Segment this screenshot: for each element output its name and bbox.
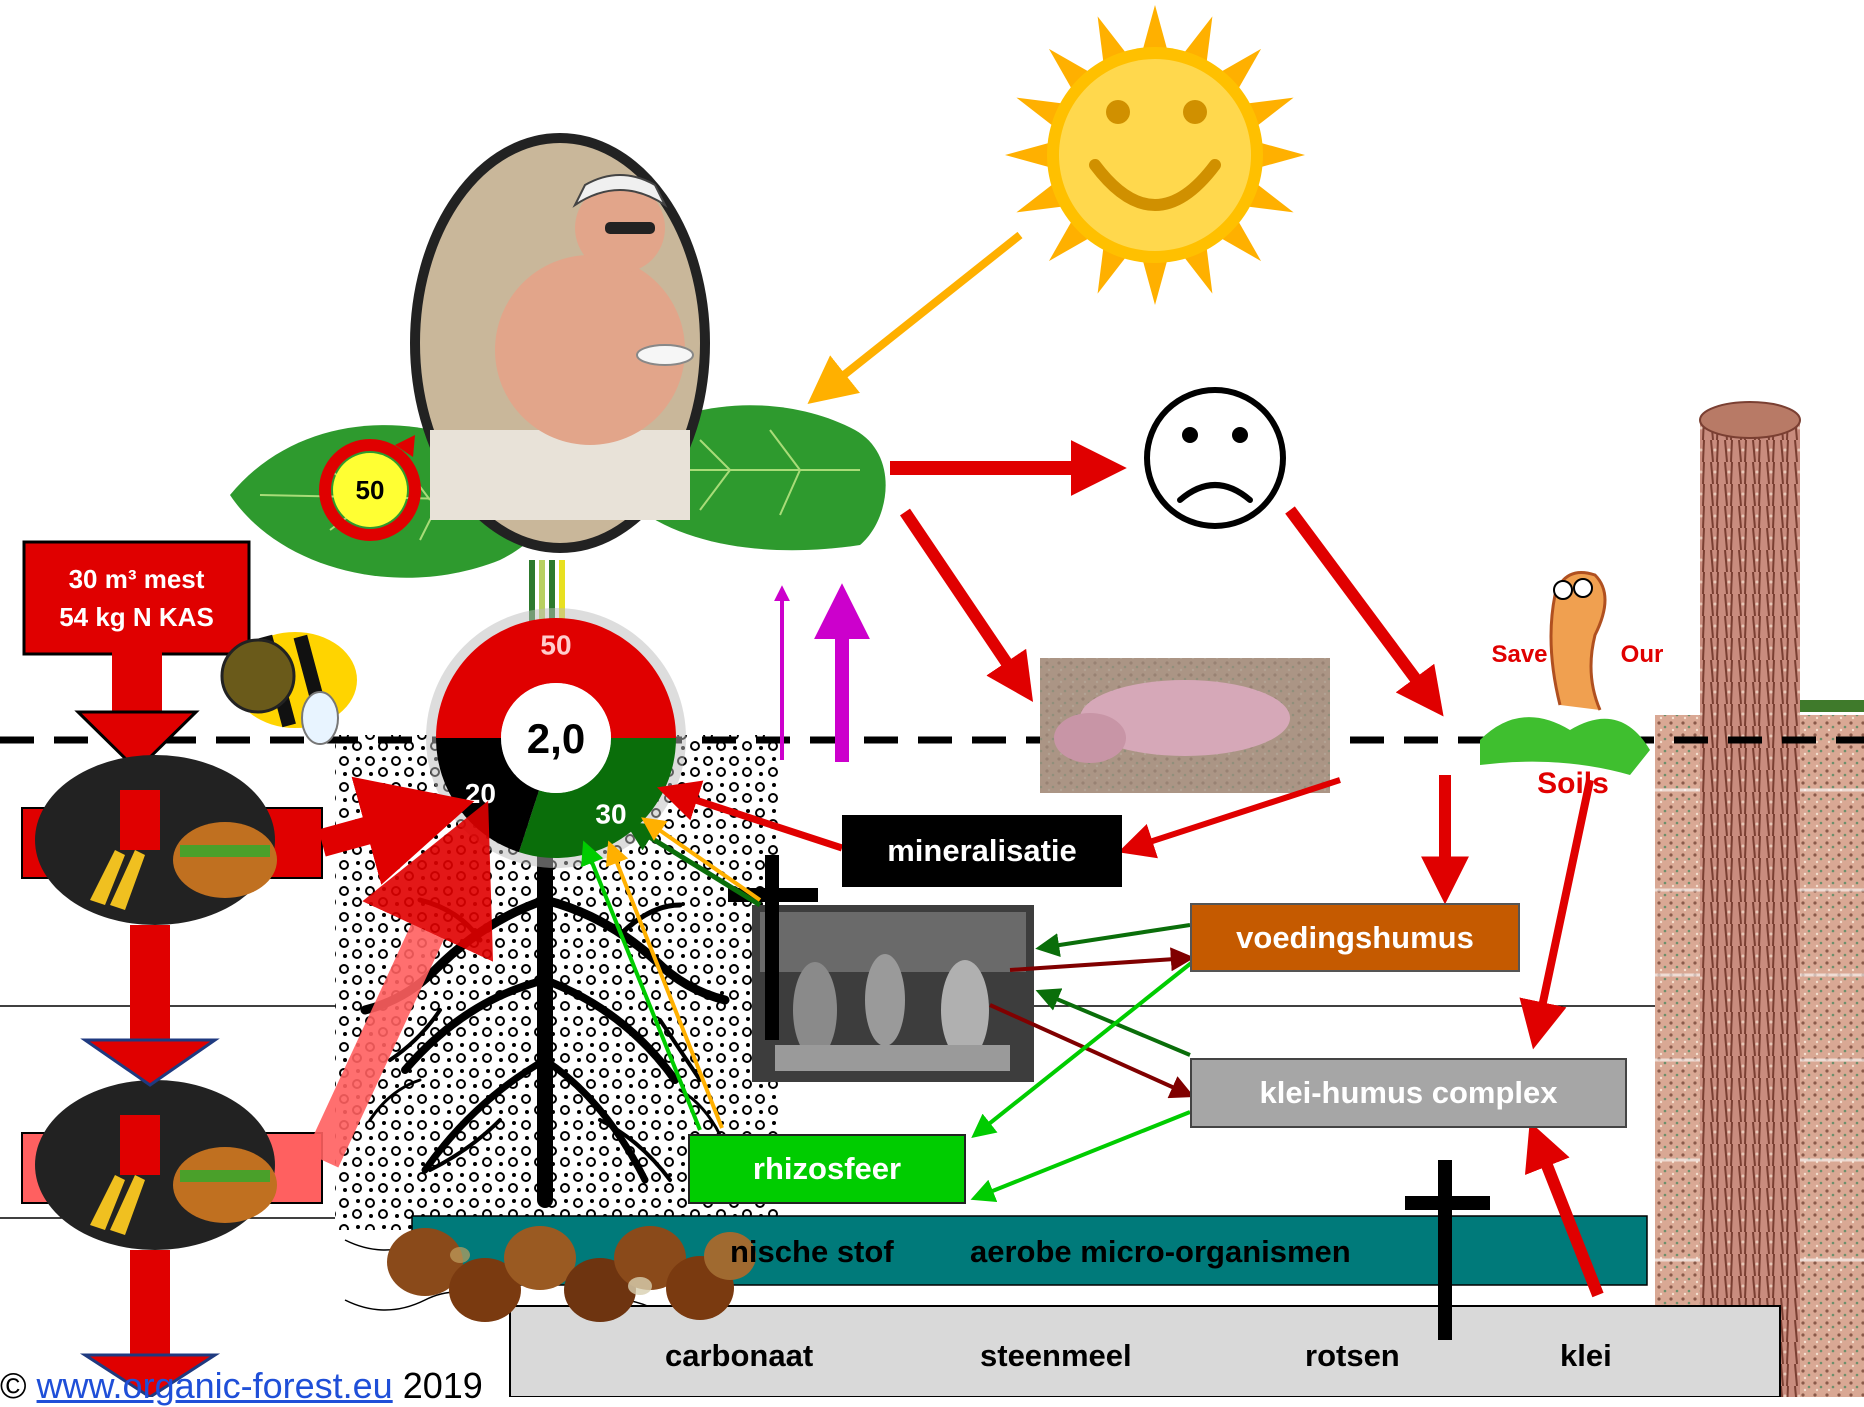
dead-animal-photo (1040, 658, 1330, 793)
leaf-badge (319, 435, 421, 541)
rotten-fruit-pile (387, 1226, 756, 1322)
lower-food-to-donut-arrow (305, 800, 494, 1168)
donut-center-label: 2,0 (527, 715, 585, 762)
kitchen-to-donut-orange-arrow (641, 817, 762, 902)
donut-segment-1 (518, 738, 676, 858)
rotsen-label: rotsen (1305, 1338, 1400, 1373)
nutrient-donut-chart: 50 30 20 2,0 (426, 608, 686, 868)
fast-food-plate-upper (21, 755, 323, 925)
voedingshumus-to-kitchen-green-arrow (1035, 923, 1191, 957)
klei-humus-complex-box: klei-humus complex (1190, 1058, 1627, 1128)
smiling-sun-icon (1005, 5, 1305, 305)
mineralisatie-box: mineralisatie (842, 815, 1122, 887)
flow-arrows (305, 231, 1604, 1298)
sad-face-icon (1144, 387, 1286, 529)
logo-save-text: Save (1491, 641, 1548, 668)
carbonaat-label: carbonaat (665, 1338, 814, 1373)
rock-to-klei-humus-arrow (1524, 1121, 1604, 1298)
kitchen-to-klei-humus-maroon-arrow (989, 1003, 1195, 1099)
worm-to-klei-humus-arrow (1519, 779, 1594, 1050)
fertilizer-label: 30 m³ mest 54 kg N KAS (24, 546, 249, 650)
sun-ray (1254, 141, 1305, 169)
copyright-footer: © www.organic-forest.eu 2019 (0, 1365, 483, 1407)
logo-our-text: Our (1620, 641, 1664, 668)
kitchen-photo (752, 905, 1034, 1082)
organic-matter-label: nische stof (730, 1234, 894, 1269)
sun-to-leaf-arrow (807, 231, 1023, 404)
save-our-soils-logo (1480, 571, 1650, 775)
steenmeel-label: steenmeel (980, 1338, 1132, 1373)
sun-ray (1141, 254, 1169, 305)
overconsumption-portrait (410, 133, 710, 553)
animal-to-mineralisatie-arrow (1118, 777, 1341, 859)
fertilizer-input-arrow (22, 540, 251, 773)
sun-ray (1005, 141, 1056, 169)
sun-ray (1141, 5, 1169, 56)
website-link[interactable]: www.organic-forest.eu (36, 1365, 393, 1406)
donut-segment-2 (436, 738, 540, 853)
copyright-symbol: © (0, 1365, 27, 1406)
klei-humus-to-rhizo-arrow (970, 1110, 1191, 1203)
rhizo-to-donut-green-arrow (581, 840, 702, 1131)
fast-food-plate-lower (21, 1080, 323, 1250)
tree-column-illustration (1655, 401, 1864, 1397)
donut-segment-label-0: 50 (540, 630, 571, 661)
leaf-badge-label: 50 (355, 474, 385, 505)
logo-soils-text: Soils (1537, 767, 1609, 800)
copyright-year: 2019 (402, 1365, 483, 1406)
voedingshumus-box: voedingshumus (1190, 903, 1520, 972)
donut-segment-0 (436, 618, 676, 738)
donut-center (501, 683, 611, 793)
rhizo-to-donut-orange-arrow (605, 840, 724, 1129)
mineralisatie-to-donut-arrow (657, 780, 844, 852)
rhizosfeer-box: rhizosfeer (688, 1134, 966, 1204)
voedingshumus-to-rhizo-arrow (971, 958, 1197, 1138)
fertilizer-line-1: 30 m³ mest (68, 564, 205, 594)
donut-segment-label-2: 20 (465, 778, 496, 809)
klei-label: klei (1560, 1338, 1612, 1373)
fertilizer-line-2: 54 kg N KAS (59, 602, 214, 632)
death-cross-right (1405, 1160, 1490, 1340)
bee-icon (220, 632, 357, 745)
donut-segment-label-1: 30 (595, 799, 626, 830)
leaf-to-animal-arrow (900, 508, 1034, 702)
kitchen-to-voedingshumus-maroon-arrow (1009, 947, 1195, 972)
downward-flow-arrows (79, 925, 221, 1397)
sadface-to-soil-arrow (1285, 506, 1444, 717)
aerobe-micro-organisms-label: aerobe micro-organismen (970, 1234, 1351, 1269)
mineral-layer-band (509, 1305, 1781, 1397)
